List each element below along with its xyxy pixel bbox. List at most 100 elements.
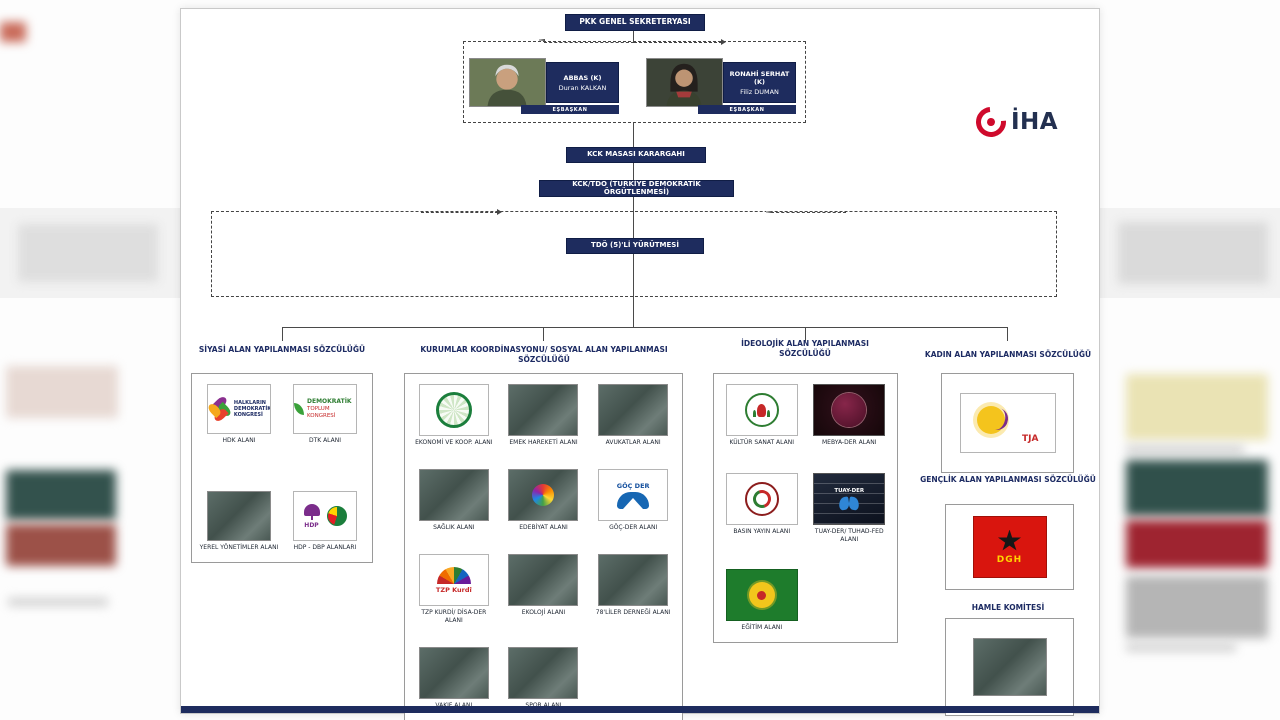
blurred-thumbnail: [6, 470, 116, 520]
org-item-censored-image: [950, 638, 1069, 696]
tuay-der-logo: TUAY-DER: [813, 472, 886, 525]
arrowhead-left-icon: [539, 39, 545, 41]
press-ring-icon: [744, 481, 779, 516]
leader-real-name: Filiz DUMAN: [740, 87, 779, 96]
dark-circle-icon: [832, 393, 867, 427]
gocder-logo: GÖÇ DER: [598, 469, 669, 522]
connector-line: [633, 31, 634, 41]
org-item-caption: GÖÇ-DER ALANI: [609, 524, 658, 532]
org-item-caption: EDEBİYAT ALANI: [519, 524, 568, 532]
wheat-ring-icon: [435, 392, 472, 428]
org-item-caption: MEBYA-DER ALANI: [821, 439, 877, 446]
blurred-thumbnail: [1126, 576, 1268, 638]
censored-image: [508, 647, 579, 700]
group-box-hamle: [945, 618, 1074, 716]
star-icon: [997, 529, 1022, 551]
org-item-ekoloji-alani: EKOLOJİ ALANI: [499, 554, 589, 617]
iha-logo-icon: [969, 100, 1013, 144]
censored-image: [598, 554, 669, 607]
blurred-thumbnail: [1126, 374, 1268, 440]
org-item-sa-lik-alani: SAĞLIK ALANI: [409, 469, 499, 532]
org-item-g-der-alani: GÖÇ DER GÖÇ-DER ALANI: [588, 469, 678, 532]
iha-logo: İHA: [969, 100, 1058, 144]
org-item-edebi-yat-alani: EDEBİYAT ALANI: [499, 469, 589, 532]
arrowhead-right-icon: [497, 209, 502, 215]
org-item-emek-hareketi-alani: EMEK HAREKETİ ALANI: [499, 384, 589, 447]
org-item-e-i-ti-m-alani: EĞİTİM ALANI: [718, 569, 806, 632]
hdp-tree-icon: [303, 503, 320, 520]
dbp-circle-icon: [326, 506, 347, 527]
blurred-thumbnail: [6, 366, 118, 418]
org-item-caption: EKONOMİ VE KOOP. ALANI: [415, 439, 493, 446]
kultur-sanat-logo: [725, 384, 798, 436]
hdk-pinwheel-icon: [208, 394, 233, 424]
blurred-thumbnail: [18, 224, 158, 282]
group-box-kurumlar: EKONOMİ VE KOOP. ALANI EMEK HAREKETİ ALAN…: [404, 373, 683, 720]
blurred-text-line: [8, 598, 108, 606]
node-tdo-yurutmesi: TDÖ (5)'Lİ YÜRÜTMESİ: [566, 238, 704, 254]
org-item-caption: HDK ALANI: [222, 437, 256, 444]
connector-line: [633, 123, 634, 147]
leader-code-name: ABBAS (K): [563, 73, 602, 82]
censored-image: [207, 491, 271, 542]
hdp-dbp-logo: HDP: [293, 491, 357, 542]
group-box-genclik: DGH: [945, 504, 1074, 590]
leader-photo-abbas: [469, 58, 546, 107]
org-item-mebya-der-alani: MEBYA-DER ALANI: [806, 384, 894, 447]
arrowhead-left-icon: [766, 211, 772, 213]
blurred-thumbnail: [0, 22, 26, 42]
org-item-caption: EKOLOJİ ALANI: [521, 609, 566, 617]
peacock-fan-icon: [436, 566, 471, 584]
node-kck-tdo: KCK/TDÖ (TÜRKİYE DEMOKRATİK ÖRGÜTLENMESİ…: [539, 180, 734, 197]
org-item-caption: AVUKATLAR ALANI: [605, 439, 661, 446]
blurred-thumbnail: [1126, 460, 1268, 516]
sun-crescent-icon: [976, 406, 1005, 434]
org-item-spor-alani: SPOR ALANI: [499, 647, 589, 710]
blurred-thumbnail: [1126, 520, 1268, 568]
egitim-logo: [725, 569, 798, 622]
blurred-text-line: [1126, 446, 1244, 453]
org-item-tja-logo: TJA: [946, 393, 1069, 453]
censored-image: [418, 469, 489, 522]
group-title-kadin: KADIN ALAN YAPILANMASI SÖZCÜLÜĞÜ: [924, 350, 1092, 359]
leader-role-ronahi: EŞBAŞKAN: [698, 105, 796, 114]
org-item-vakif-alani: VAKIF ALANI: [409, 647, 499, 710]
blurred-thumbnail: [1118, 222, 1268, 284]
org-item-caption: VAKIF ALANI: [435, 702, 472, 710]
leaf-icon: [294, 403, 304, 415]
connector-dashed: [421, 212, 498, 213]
org-item-avukatlar-alani: AVUKATLAR ALANI: [588, 384, 678, 447]
leader-card-abbas: ABBAS (K) Duran KALKAN: [546, 62, 619, 103]
censored-image: [418, 647, 489, 700]
org-item-caption: YEREL YÖNETİMLER ALANI: [199, 544, 279, 552]
connector-line: [1007, 327, 1008, 341]
arrowhead-right-icon: [721, 39, 726, 45]
org-item-caption: TZP KURDİ/ DİSA-DER ALANI: [421, 609, 487, 625]
group-title-siyasi: SİYASİ ALAN YAPILANMASI SÖZCÜLÜĞÜ: [198, 345, 366, 354]
org-item-basin-yayin-alani: BASIN YAYIN ALANI: [718, 472, 806, 536]
connector-line: [633, 254, 634, 327]
flower-ring-icon: [744, 393, 779, 427]
leader-code-name: RONAHİ SERHAT (K): [729, 69, 790, 86]
rainbow-circle-icon: [532, 484, 555, 507]
group-title-genclik: GENÇLİK ALAN YAPILANMASI SÖZCÜLÜĞÜ: [920, 475, 1096, 484]
dgh-logo: DGH: [972, 516, 1047, 578]
censored-image: [972, 638, 1047, 696]
sun-emblem-icon: [748, 582, 775, 609]
mountain-icon: [617, 491, 650, 509]
group-box-kadin: TJA: [941, 373, 1074, 473]
connector-line: [805, 327, 806, 341]
censored-image: [598, 384, 669, 436]
tdo-executive-container: [211, 211, 1057, 297]
group-title-hamle: HAMLE KOMİTESİ: [971, 603, 1045, 612]
leader-photo-ronahi: [646, 58, 723, 107]
node-pkk-genel-sekreteryasi: PKK GENEL SEKRETERYASI: [565, 14, 705, 31]
org-item-caption: TUAY-DER/ TUHAD-FED ALANI: [814, 527, 884, 543]
co-chairs-container: [463, 41, 806, 123]
